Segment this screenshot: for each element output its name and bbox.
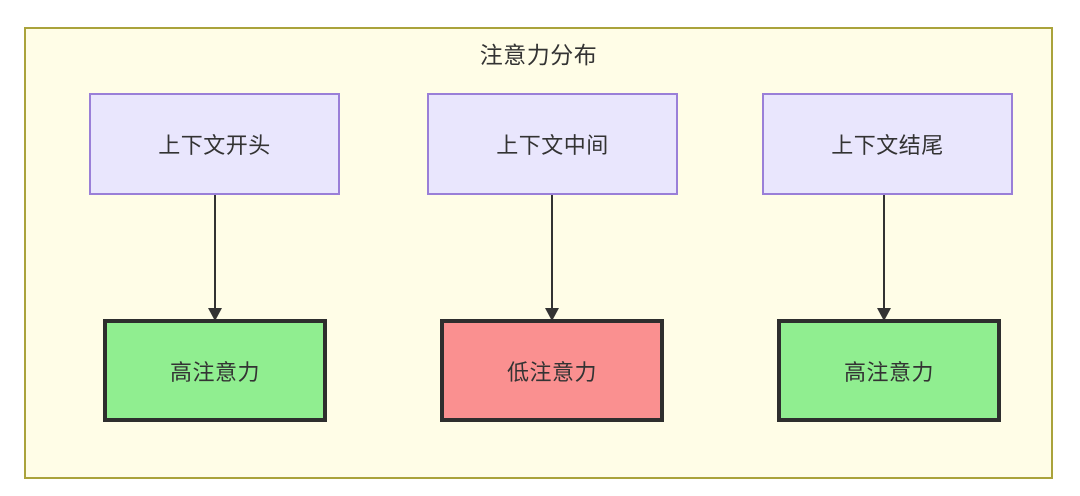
node-high-attention-end-label: 高注意力 — [843, 359, 934, 385]
node-high-attention-start[interactable]: 高注意力 — [103, 319, 327, 422]
down-arrow-icon — [545, 195, 559, 321]
node-context-middle-label: 上下文中间 — [496, 133, 609, 158]
attention-distribution-subgraph: 注意力分布 上下文开头 高注意力 上下文中间 低注意力 — [24, 27, 1053, 479]
node-context-start[interactable]: 上下文开头 — [89, 93, 340, 195]
node-context-middle[interactable]: 上下文中间 — [427, 93, 678, 195]
node-low-attention-middle[interactable]: 低注意力 — [440, 319, 664, 422]
edge-context-middle-to-low-attention — [544, 195, 560, 321]
node-context-end-label: 上下文结尾 — [831, 133, 944, 158]
node-context-start-label: 上下文开头 — [158, 133, 271, 158]
subgraph-title: 注意力分布 — [479, 42, 598, 68]
down-arrow-icon — [877, 195, 891, 321]
node-context-end[interactable]: 上下文结尾 — [762, 93, 1013, 195]
edge-context-start-to-high-attention — [207, 195, 223, 321]
node-high-attention-start-label: 高注意力 — [169, 359, 260, 385]
down-arrow-icon — [208, 195, 222, 321]
node-high-attention-end[interactable]: 高注意力 — [777, 319, 1001, 422]
edge-context-end-to-high-attention — [876, 195, 892, 321]
node-low-attention-middle-label: 低注意力 — [506, 359, 597, 385]
